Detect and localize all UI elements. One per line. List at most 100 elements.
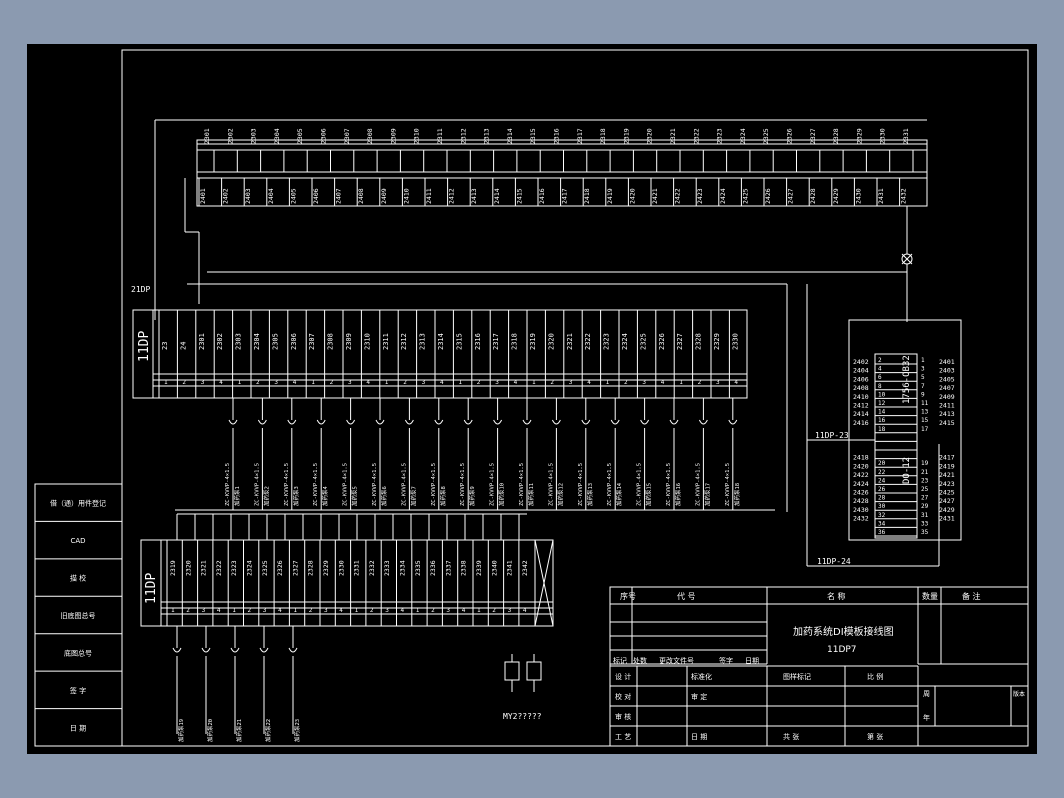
- cabinet-terminal-tag: 2328: [695, 333, 703, 350]
- cable-tag: ZC-KVVP-4×1.5: [490, 463, 496, 506]
- module-left-pin-number: 12: [878, 400, 886, 407]
- cabinet-bottom-terminal-tag: 2340: [490, 560, 498, 576]
- cabinet-pin-number: 2: [182, 379, 186, 386]
- module-right-pin-label: 2431: [939, 515, 955, 523]
- cabinet-bottom-pin-number: 3: [324, 607, 328, 614]
- cabinet-bottom-terminal-tag: 2342: [521, 560, 529, 576]
- cabinet-pin-number: 1: [532, 379, 536, 386]
- cabinet-bottom-terminal-tag: 2338: [460, 560, 468, 576]
- side-panel-item: 签 字: [70, 686, 86, 695]
- terminal-lower-label: 2427: [787, 188, 795, 204]
- module-left-pin-label: 2416: [853, 419, 869, 427]
- cabinet-bottom-pin-number: 4: [462, 607, 466, 614]
- device-tag: 加药泵18: [733, 483, 741, 506]
- cabinet-terminal-tag: 2305: [271, 333, 279, 350]
- terminal-upper-label: 2308: [366, 128, 374, 144]
- module-left-pin-label: 2410: [853, 393, 869, 401]
- cabinet-bottom-pin-number: 2: [248, 607, 252, 614]
- terminal-upper-label: 2326: [786, 128, 794, 144]
- terminal-lower-label: 2423: [696, 188, 704, 204]
- terminal-lower-label: 2414: [493, 188, 501, 204]
- cabinet-bottom-terminal-tag: 2327: [291, 560, 299, 576]
- module-left-pin-label: 2428: [853, 497, 869, 505]
- cabinet-terminal-tag: 2309: [345, 333, 353, 350]
- terminal-lower-label: 2410: [402, 188, 410, 204]
- cabinet-pin-number: 3: [422, 379, 426, 386]
- module-left-pin-label: 2430: [853, 506, 869, 514]
- module-right-pin-number: 5: [921, 374, 925, 381]
- cabinet-bottom-pin-number: 1: [477, 607, 481, 614]
- module-left-pin-label: 2418: [853, 454, 869, 462]
- terminal-lower-label: 2421: [651, 188, 659, 204]
- device-tag: 加药泵13: [586, 483, 594, 506]
- cabinet-pin-number: 1: [385, 379, 389, 386]
- terminal-strip-frame: [196, 139, 928, 207]
- cabinet-terminal-tag: 2325: [639, 333, 647, 350]
- module-left-pin-number: 20: [878, 460, 886, 467]
- cable-tag: ZC-KVVP-4×1.5: [254, 463, 260, 506]
- terminal-upper-label: 2303: [250, 128, 258, 144]
- cabinet-pin-number: 1: [458, 379, 462, 386]
- cabinet-bottom-terminal-tag: 2333: [383, 560, 391, 576]
- terminal-lower-label: 2413: [470, 188, 478, 204]
- cable-tag: ZC-KVVP-4×1.5: [343, 463, 349, 506]
- sign-label: 共 张: [783, 732, 799, 741]
- module-left-pin-number: 16: [878, 417, 886, 424]
- cable-tag: ZC-KVVP-4×1.5: [725, 463, 731, 506]
- cabinet-bottom-terminal-tag: 2328: [307, 560, 315, 576]
- terminal-upper-label: 2311: [436, 128, 444, 144]
- relay-symbol: MY2?????: [503, 654, 542, 721]
- cable-end: [698, 419, 708, 425]
- terminal-lower-label: 2432: [900, 188, 908, 204]
- cable-tag: ZC-KVVP-4×1.5: [519, 463, 525, 506]
- module-left-pin-label: 2404: [853, 367, 869, 375]
- terminal-lower-label: 2409: [380, 188, 388, 204]
- side-panel-item: 旧底图总号: [61, 611, 96, 620]
- module-left-pin-number: 2: [878, 357, 882, 364]
- cable-end: [346, 419, 356, 425]
- sign-label: 标准化: [691, 672, 712, 681]
- terminal-upper-label: 2317: [576, 128, 584, 144]
- device-tag: 加药泵5: [351, 486, 359, 506]
- cabinet-bottom-terminal-tag: 2329: [322, 560, 330, 576]
- cabinet-terminal-tag: 2306: [290, 333, 298, 350]
- cabinet-pin-number: 1: [311, 379, 315, 386]
- cabinet-terminal-tag: 2319: [529, 333, 537, 350]
- cabinet-terminal-tag: 2320: [547, 333, 555, 350]
- right-label: 版本: [1013, 690, 1025, 698]
- module-left-pin-label: 2406: [853, 375, 869, 383]
- cabinet-top-label: 11DP: [137, 331, 152, 362]
- cabinet-terminal-tag: 2322: [584, 333, 592, 350]
- module-right-pin-number: 11: [921, 400, 929, 407]
- module-left-pin-label: 2424: [853, 480, 869, 488]
- module-left-pin-label: 2422: [853, 471, 869, 479]
- note-label-2: 11DP-24: [817, 557, 851, 566]
- module-right-pin-label: 2409: [939, 393, 955, 401]
- cabinet-terminal-tag: 2313: [419, 333, 427, 350]
- sub-title: 11DP7: [827, 645, 857, 655]
- cable-label: 21DP: [131, 285, 150, 294]
- module-right-pin-label: 2427: [939, 497, 955, 505]
- cabinet-terminal-tag: 2311: [382, 333, 390, 350]
- terminal-upper-label: 2314: [506, 128, 514, 144]
- module-left-pin-label: 2408: [853, 384, 869, 392]
- module-left-pin-number: 18: [878, 426, 886, 433]
- device-tag: 加药泵10: [498, 483, 506, 506]
- title-block: 序号代 号名 称数量备 注加药系统DI模板接线图11DP7标记处数更改文件号签字…: [609, 586, 1029, 747]
- module-right-pin-number: 35: [921, 529, 929, 536]
- cabinet-pin-number: 2: [550, 379, 554, 386]
- terminal-lower-label: 2424: [719, 188, 727, 204]
- cabinet-bottom-terminal-tag: 2337: [444, 560, 452, 576]
- terminal-upper-label: 2328: [832, 128, 840, 144]
- terminal-upper-label: 2304: [273, 128, 281, 144]
- cable-end: [316, 419, 326, 425]
- terminal-upper-label: 2301: [203, 128, 211, 144]
- cabinet-pin-number: 2: [477, 379, 481, 386]
- module-right-pin-number: 9: [921, 391, 925, 398]
- device-tag: 加药泵15: [645, 483, 653, 506]
- terminal-lower-label: 2411: [425, 188, 433, 204]
- cable-tag: ZC-KVVP-4×1.5: [284, 463, 290, 506]
- cabinet-bottom-terminal-tag: 2325: [261, 560, 269, 576]
- cabinet-terminal-tag: 2329: [713, 333, 721, 350]
